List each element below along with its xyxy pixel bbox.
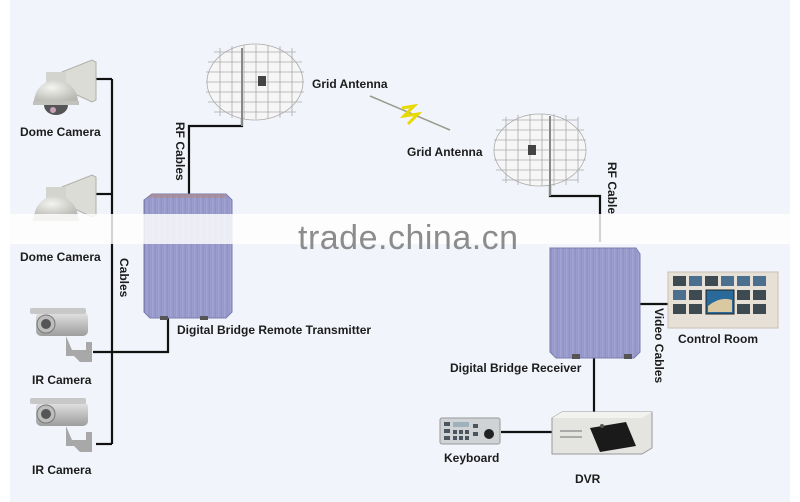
ir-camera-2-icon	[30, 398, 92, 452]
cables-label: Cables	[117, 258, 131, 298]
lightning-icon	[399, 103, 423, 126]
receiver-enclosure-icon	[549, 247, 641, 359]
grid-antenna-tx-label: Grid Antenna	[312, 77, 388, 91]
wireless-link	[369, 95, 451, 131]
dome-camera-2-icon	[33, 174, 97, 221]
dvr-icon	[551, 411, 653, 455]
watermark-band	[10, 214, 790, 244]
dome-camera-1-label: Dome Camera	[20, 125, 101, 139]
dome-camera-1-icon	[33, 59, 97, 115]
grid-antenna-rx-label: Grid Antenna	[407, 145, 483, 159]
transmitter-enclosure-icon	[143, 193, 233, 320]
dvr-label: DVR	[575, 472, 601, 486]
keyboard-icon	[439, 417, 501, 445]
rf-cable-rx-label: RF Cable	[605, 162, 619, 215]
ir-camera-1-cable	[93, 318, 170, 354]
grid-antenna-rx-icon	[493, 113, 587, 196]
watermark-text: trade.china.cn	[298, 219, 519, 257]
ir-camera-2-label: IR Camera	[32, 463, 92, 477]
rf-cables-tx-label: RF Cables	[173, 122, 187, 181]
grid-antenna-tx-icon	[206, 43, 304, 126]
video-cables-label: Video Cables	[652, 308, 666, 384]
receiver-label: Digital Bridge Receiver	[450, 361, 582, 375]
transmitter-label: Digital Bridge Remote Transmitter	[177, 323, 372, 337]
control-room-label: Control Room	[678, 332, 758, 346]
dome-camera-2-label: Dome Camera	[20, 250, 101, 264]
control-room-video-wall-icon	[667, 271, 779, 329]
keyboard-label: Keyboard	[444, 451, 500, 465]
ir-camera-1-icon	[30, 308, 92, 362]
ir-camera-1-label: IR Camera	[32, 373, 92, 387]
